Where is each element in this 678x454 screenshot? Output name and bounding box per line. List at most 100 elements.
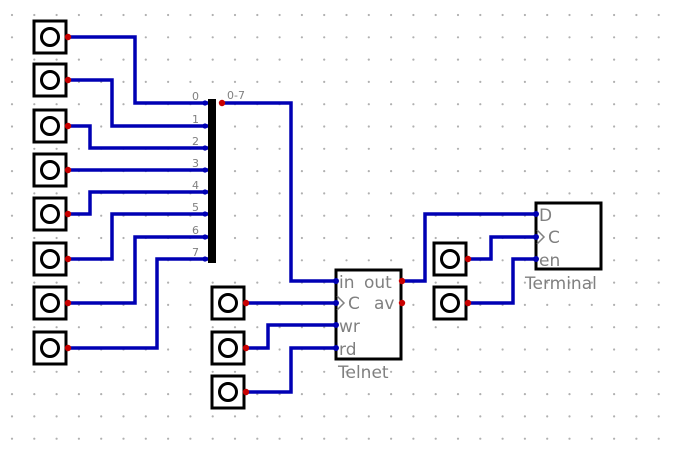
wire-bit-6[interactable] <box>68 235 210 305</box>
terminal-component[interactable]: D C en Terminal <box>524 201 603 294</box>
telnet-av-pin[interactable] <box>398 299 406 307</box>
grid-dot <box>546 437 549 440</box>
input-buttons <box>32 19 72 366</box>
splitter-bus-pin[interactable] <box>218 99 226 107</box>
grid-dot <box>144 36 147 39</box>
splitter-bit-pin[interactable] <box>202 189 208 195</box>
telnet-clock-pin[interactable] <box>333 300 339 306</box>
input-button-4[interactable] <box>32 196 72 232</box>
button-output-pin[interactable] <box>64 76 72 84</box>
button-knob-icon[interactable] <box>40 338 60 358</box>
grid-dot <box>523 125 527 128</box>
grid-dot <box>479 281 482 284</box>
terminal-en-button[interactable] <box>432 285 472 321</box>
terminal-en-pin[interactable] <box>533 256 539 262</box>
grid-dot <box>456 170 460 173</box>
button-output-pin[interactable] <box>64 122 72 130</box>
splitter-bit-pin[interactable] <box>202 145 208 151</box>
wire-bit-7[interactable] <box>68 257 210 350</box>
grid-dot <box>590 36 593 39</box>
wire-bit-2[interactable] <box>68 124 210 150</box>
input-button-5[interactable] <box>32 241 72 277</box>
button-output-pin[interactable] <box>464 299 472 307</box>
telnet-clock-button[interactable] <box>210 285 250 321</box>
wire-telnet-out-to-terminal-d[interactable] <box>402 212 536 283</box>
button-knob-icon[interactable] <box>40 204 60 224</box>
telnet-rd-button[interactable] <box>210 374 250 410</box>
telnet-box[interactable] <box>334 268 403 361</box>
input-button-6[interactable] <box>32 285 72 321</box>
grid-dot <box>323 170 326 173</box>
telnet-out-pin[interactable] <box>398 277 406 285</box>
splitter-bit-pin[interactable] <box>202 167 208 173</box>
button-knob-icon[interactable] <box>440 249 460 269</box>
button-knob-icon[interactable] <box>40 116 60 136</box>
button-output-pin[interactable] <box>64 344 72 352</box>
grid-dot <box>456 103 460 106</box>
button-frame[interactable] <box>32 62 68 98</box>
wire-terminal-clock[interactable] <box>468 235 536 261</box>
telnet-component[interactable]: in out C av wr rd Telnet <box>333 268 406 383</box>
button-knob-icon[interactable] <box>440 293 460 313</box>
wire-terminal-en[interactable] <box>468 257 536 305</box>
button-output-pin[interactable] <box>242 299 250 307</box>
terminal-d-pin[interactable] <box>533 211 539 217</box>
button-knob-icon[interactable] <box>218 338 238 358</box>
button-output-pin[interactable] <box>64 255 72 263</box>
button-output-pin[interactable] <box>242 388 250 396</box>
grid-dot <box>434 236 437 240</box>
button-output-pin[interactable] <box>64 33 72 41</box>
wire-bit-0[interactable] <box>68 35 210 105</box>
grid-dot <box>144 281 147 284</box>
grid-dot <box>501 147 504 150</box>
splitter-bit-pin[interactable] <box>202 211 208 217</box>
input-button-2[interactable] <box>32 108 72 144</box>
grid-dot <box>412 192 415 195</box>
wire-bus-0-7[interactable] <box>222 101 336 283</box>
grid-dot <box>10 80 14 83</box>
wire-bit-1[interactable] <box>68 78 210 128</box>
wire-bit-5[interactable] <box>68 212 210 261</box>
button-knob-icon[interactable] <box>40 27 60 47</box>
terminal-clock-button[interactable] <box>432 241 472 277</box>
button-knob-icon[interactable] <box>40 293 60 313</box>
grid-dot <box>278 125 281 128</box>
button-knob-icon[interactable] <box>218 382 238 402</box>
telnet-in-pin[interactable] <box>333 278 339 284</box>
button-output-pin[interactable] <box>64 166 72 174</box>
input-button-1[interactable] <box>32 62 72 98</box>
input-button-7[interactable] <box>32 330 72 366</box>
telnet-rd-pin[interactable] <box>333 345 339 351</box>
grid-dot <box>635 281 638 284</box>
grid-dot <box>345 236 348 240</box>
grid-dot <box>122 326 125 329</box>
wire-telnet-rd[interactable] <box>246 346 336 394</box>
button-knob-icon[interactable] <box>40 160 60 180</box>
splitter-bit-pin[interactable] <box>202 123 208 129</box>
grid-dot <box>167 80 170 83</box>
grid-dot <box>390 125 393 128</box>
telnet-wr-button[interactable] <box>210 330 250 366</box>
terminal-clock-pin[interactable] <box>533 234 539 240</box>
input-button-0[interactable] <box>32 19 72 55</box>
splitter-bit-pin[interactable] <box>202 234 208 240</box>
grid-dot <box>479 13 482 17</box>
wire-telnet-wr[interactable] <box>246 323 336 350</box>
button-output-pin[interactable] <box>242 344 250 352</box>
input-button-3[interactable] <box>32 152 72 188</box>
button-knob-icon[interactable] <box>40 70 60 90</box>
button-knob-icon[interactable] <box>40 249 60 269</box>
splitter-bit-pin[interactable] <box>202 256 208 262</box>
button-output-pin[interactable] <box>64 210 72 218</box>
grid-dot <box>523 393 527 396</box>
button-knob-icon[interactable] <box>218 293 238 313</box>
splitter-bit-pin[interactable] <box>202 100 208 106</box>
telnet-wr-pin[interactable] <box>333 322 339 328</box>
button-output-pin[interactable] <box>64 299 72 307</box>
wire-bit-4[interactable] <box>68 190 210 216</box>
button-output-pin[interactable] <box>464 255 472 263</box>
grid-dot <box>546 326 549 329</box>
grid-dot <box>568 348 571 351</box>
